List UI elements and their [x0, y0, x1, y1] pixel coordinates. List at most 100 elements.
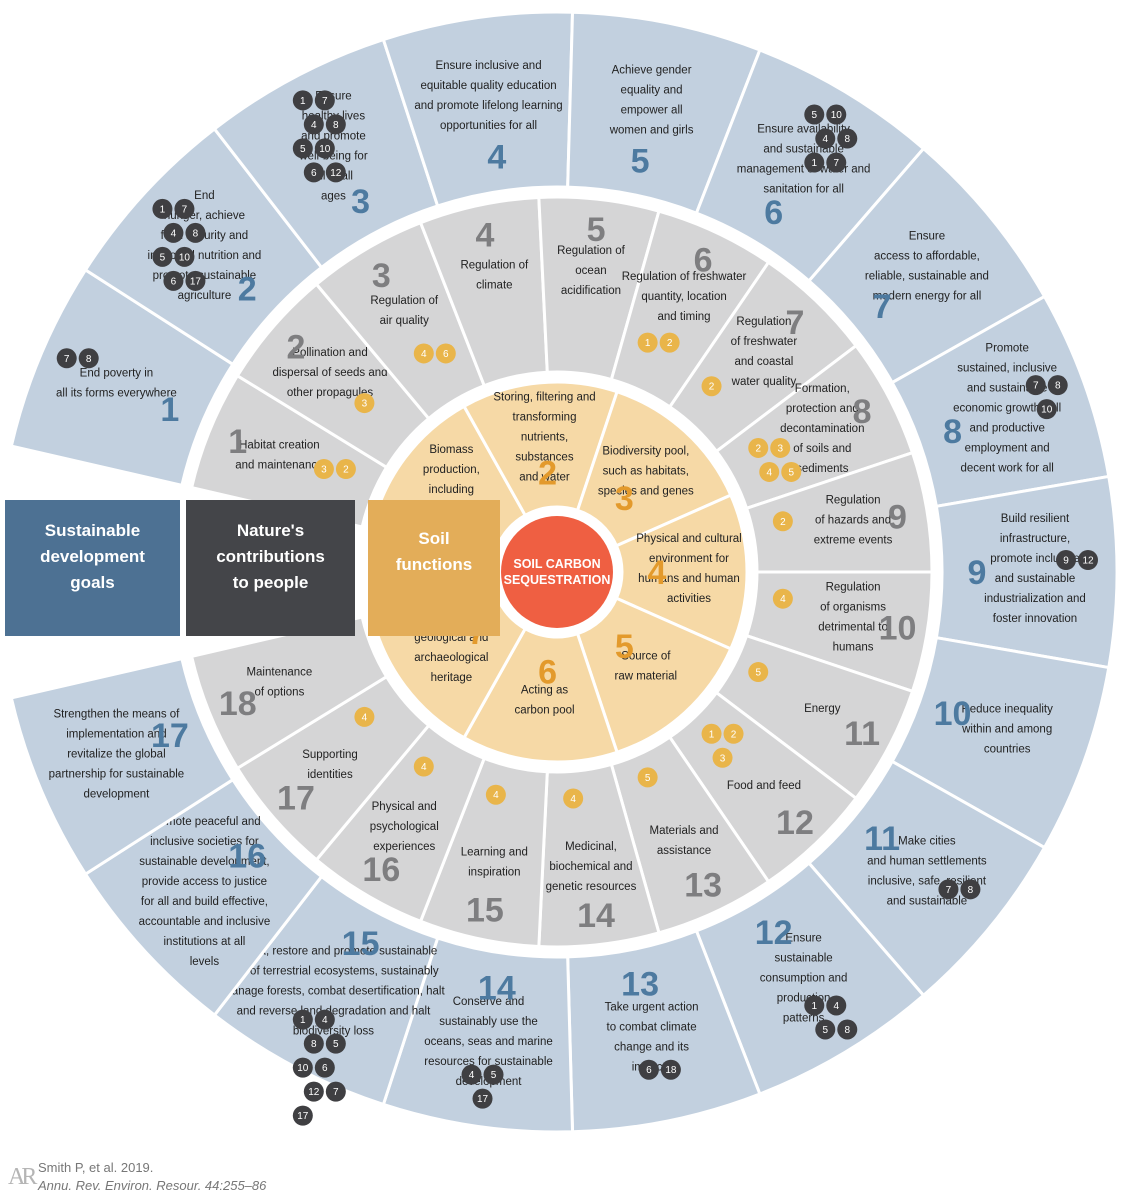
sdg-12-dot-label: 1	[811, 1001, 817, 1012]
sdg-6-dot-label: 4	[822, 134, 828, 145]
ncp-number: 3	[372, 257, 391, 295]
ncp-1-dot	[313, 459, 334, 480]
ncp-7-dot-label: 2	[709, 382, 715, 393]
sdg-14-dot	[461, 1064, 482, 1085]
ncp-text: and coastal	[735, 356, 794, 368]
sdg-6-dot-label: 8	[844, 134, 850, 145]
ncp-text: genetic resources	[546, 881, 637, 893]
sdg-15-dot-label: 7	[333, 1087, 339, 1098]
ncp-number: 1	[228, 423, 247, 461]
ncp-text: Regulation	[736, 316, 791, 328]
ncp-1-dot-label: 3	[321, 465, 327, 476]
ncp-text: Energy	[804, 703, 841, 715]
sdg-15-dot-label: 1	[300, 1015, 306, 1026]
soil_functions-text: carbon pool	[514, 704, 574, 716]
sdg-text: sustainable development,	[139, 856, 269, 868]
sdg-3-dot	[292, 138, 313, 159]
ncp-3-dot-label: 6	[443, 349, 449, 360]
sdg-text: development	[83, 788, 150, 800]
ncp-text: water quality	[731, 376, 797, 388]
sdg-text: End poverty in	[80, 368, 154, 380]
sdg-number: 7	[873, 288, 892, 326]
ncp-text: psychological	[370, 821, 439, 833]
sdg-13-dot-label: 6	[646, 1065, 652, 1076]
sdg-12-dot	[804, 995, 825, 1016]
sdg-number: 6	[764, 194, 783, 232]
sdg-text: infrastructure,	[1000, 533, 1070, 545]
sdg-number: 8	[943, 413, 962, 451]
sdg-15-dot-label: 10	[297, 1063, 309, 1074]
sdg-text: reliable, sustainable and	[865, 270, 989, 282]
sdg-3-dot-label: 1	[300, 96, 306, 107]
ncp-text: of hazards and	[815, 515, 891, 527]
soil_functions-text: and water	[519, 472, 570, 484]
ncp-text: assistance	[657, 845, 711, 857]
sdg-15-dot	[325, 1033, 346, 1054]
soil_functions-text: Source of	[621, 651, 671, 663]
soil-label: Soil	[418, 529, 449, 548]
sdg-3-dot	[325, 114, 346, 135]
sdg-3-dot	[325, 162, 346, 183]
sdg-text: levels	[190, 956, 220, 968]
soil_functions-text: including	[429, 484, 474, 496]
sdg-3-dot	[292, 90, 313, 111]
ncp-text: Materials and	[650, 825, 719, 837]
sdg-text: sustainably use the	[439, 1016, 537, 1028]
sdg-text: Protect, restore and promote sustainable	[230, 946, 438, 958]
ncp-text: Regulation	[826, 495, 881, 507]
sdg-text: ages	[321, 190, 346, 202]
sdg-12-dot-label: 4	[833, 1001, 839, 1012]
ncp-17-dot-label: 4	[362, 712, 368, 723]
sdg-12-dot	[837, 1019, 858, 1040]
sdg-6-dot-label: 10	[831, 110, 843, 121]
ncp-8-dot	[770, 437, 791, 458]
sdg-text: management of water and	[737, 164, 871, 176]
ncp-16-dot	[413, 756, 434, 777]
soil_functions-text: raw material	[614, 671, 677, 683]
ncp-6-dot	[637, 332, 658, 353]
soil_functions-text: substances	[515, 452, 573, 464]
ncp-15-dot-label: 4	[493, 790, 499, 801]
ncp-text: Habitat creation	[239, 439, 320, 451]
sdg-15-dot	[292, 1105, 313, 1126]
sdg-text: for all and build effective,	[141, 896, 268, 908]
ncp-number: 15	[466, 891, 504, 929]
ncp-12-dot-label: 1	[709, 729, 715, 740]
sdg-text: equitable quality education	[420, 80, 556, 92]
soil_functions-text: Acting as	[521, 684, 569, 696]
sdg-15-dot-label: 6	[322, 1063, 328, 1074]
sdg-text: manage forests, combat desertification, …	[222, 986, 445, 998]
soil_functions-segment-2-shape	[462, 380, 619, 518]
sdg-text: Ensure inclusive and	[435, 60, 541, 72]
ncp-number: 10	[879, 610, 917, 648]
sdg-3-dot-label: 4	[311, 120, 317, 131]
sdg-text: Ensure	[785, 932, 821, 944]
sdg-text: and sustainable	[995, 573, 1076, 585]
ncp-text: air quality	[380, 315, 429, 327]
sdg-12-dot	[826, 995, 847, 1016]
ncp-tab	[186, 500, 355, 636]
sdg-number: 16	[228, 838, 266, 876]
sdg-label: Sustainable	[45, 521, 140, 540]
sdg-text: Take urgent action	[605, 1002, 699, 1014]
sdg-text: Promote	[985, 342, 1028, 354]
ncp-text: and maintenance	[235, 459, 323, 471]
ncp-number: 13	[684, 867, 722, 905]
sdg-2-dot	[185, 270, 206, 291]
sdg-text: inclusive societies for	[150, 836, 259, 848]
sdg-text: decent work for all	[961, 462, 1054, 474]
sdg-2-dot	[185, 222, 206, 243]
ncp-text: and timing	[658, 311, 711, 323]
soil_functions-text: transforming	[513, 412, 577, 424]
sdg-14-dot	[472, 1088, 493, 1109]
sdg-text: sustainable	[775, 952, 833, 964]
sdg-text: and human settlements	[867, 856, 987, 868]
